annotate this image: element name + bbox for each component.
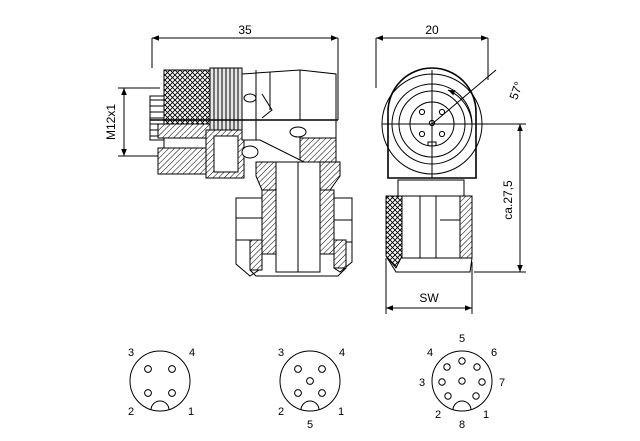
pin-label: 1 <box>188 406 194 418</box>
dim-height: ca.27,5 <box>501 180 515 220</box>
pin-label: 2 <box>435 409 441 421</box>
pin-label: 2 <box>278 406 284 418</box>
pin-label: 3 <box>278 347 284 359</box>
side-view: 35 M12x1 <box>104 23 353 277</box>
pin-label: 5 <box>459 333 465 345</box>
pin-label: 4 <box>189 347 195 359</box>
pin-label: 8 <box>459 419 465 431</box>
pin-label: 4 <box>339 347 345 359</box>
front-view: 20 57° ca.27,5 <box>375 23 526 314</box>
pin-label: 2 <box>128 406 134 418</box>
pinout-4-pin: 3 4 2 1 <box>128 347 195 418</box>
dim-angle: 57° <box>507 80 526 102</box>
dim-thread: M12x1 <box>104 104 118 140</box>
pin-label: 5 <box>307 419 313 431</box>
pin-label: 3 <box>128 347 134 359</box>
pin-label: 6 <box>491 347 497 359</box>
pinout-8-pin: 5 4 6 3 7 2 1 8 <box>419 333 505 431</box>
dim-wrench: SW <box>419 291 439 305</box>
pin-label: 1 <box>483 409 489 421</box>
dim-front-width: 20 <box>425 23 439 37</box>
dim-side-width: 35 <box>238 23 252 37</box>
pinout-5-pin: 3 4 2 1 5 <box>278 347 345 431</box>
pin-label: 1 <box>338 406 344 418</box>
pin-label: 3 <box>419 377 425 389</box>
pin-label: 4 <box>427 347 433 359</box>
pin-label: 7 <box>499 377 505 389</box>
